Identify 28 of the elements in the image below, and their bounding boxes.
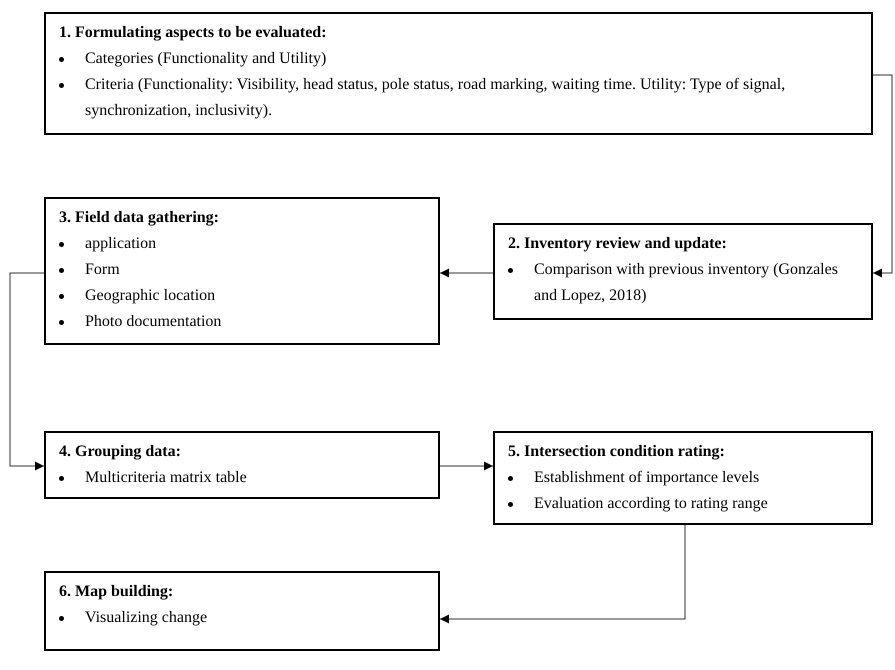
bullet-text: Establishment of importance levels xyxy=(534,468,760,488)
box-heading: 1. Formulating aspects to be evaluated: xyxy=(59,23,328,43)
arrow xyxy=(440,268,494,278)
bullet-text: Evaluation according to rating range xyxy=(534,494,768,514)
box-heading: 2. Inventory review and update: xyxy=(508,234,728,254)
bullet-text: Visualizing change xyxy=(85,608,208,628)
bullet-text: Criteria (Functionality: Visibility, head status, pole status, road marking, waiting time. Utility: Type of signal, synchronization, inclusivity). xyxy=(85,75,786,121)
box-heading: 4. Grouping data: xyxy=(59,442,182,462)
arrow xyxy=(440,462,494,470)
box-heading: 5. Intersection condition rating: xyxy=(508,442,726,462)
arrow xyxy=(10,272,44,470)
bullet-text: Photo documentation xyxy=(85,312,222,332)
process-box xyxy=(493,223,873,320)
bullet-text: Multicriteria matrix table xyxy=(85,468,247,488)
box-heading: 6. Map building: xyxy=(59,582,174,602)
bullet-text: application xyxy=(85,234,156,254)
bullet-text: Form xyxy=(85,260,120,280)
process-box xyxy=(44,197,440,345)
bullet-text: Comparison with previous inventory (Gonzales and Lopez, 2018) xyxy=(534,260,839,306)
arrow xyxy=(872,74,892,278)
bullet-text: Categories (Functionality and Utility) xyxy=(85,49,326,69)
process-box xyxy=(493,431,873,525)
process-box xyxy=(44,12,873,135)
bullet-text: Geographic location xyxy=(85,286,216,306)
process-box xyxy=(44,431,440,499)
process-box xyxy=(44,571,440,651)
box-heading: 3. Field data gathering: xyxy=(59,208,220,228)
arrow xyxy=(440,524,686,624)
